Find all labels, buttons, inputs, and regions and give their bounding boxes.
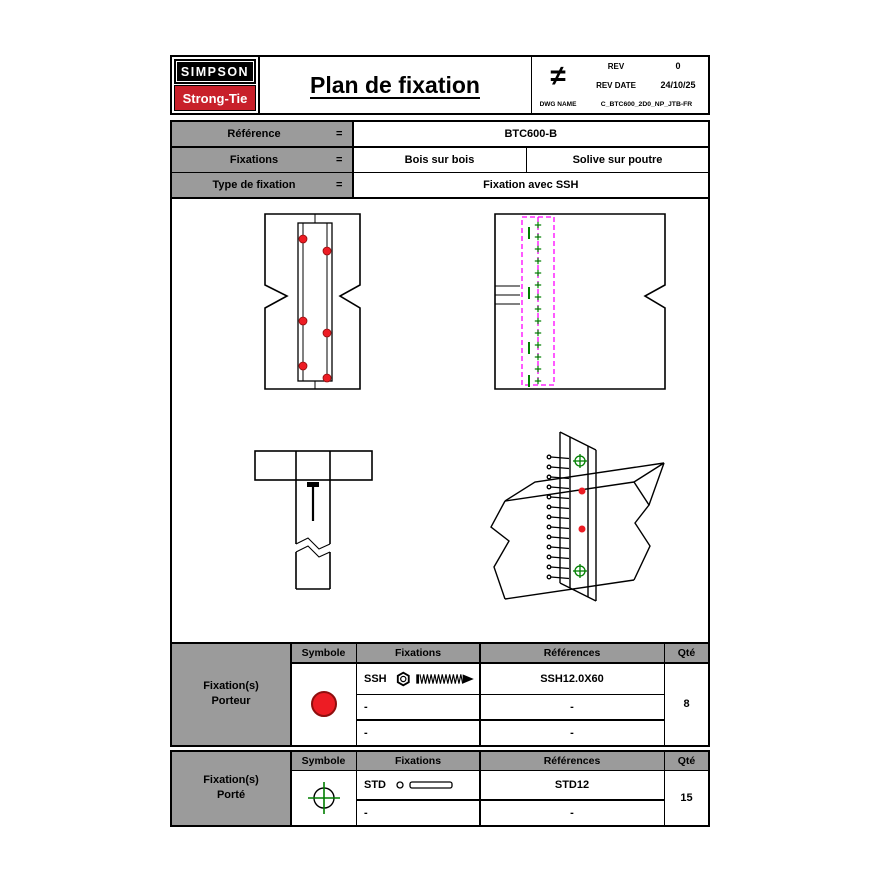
header-symbole: Symbole xyxy=(291,644,356,662)
porteur-fixation-table: Fixation(s) Porteur Symbole Fixations Ré… xyxy=(170,642,710,747)
porte-fixation-table: Fixation(s) Porté Symbole Fixations Réfé… xyxy=(170,749,710,827)
isometric-green-crosshairs xyxy=(573,454,587,578)
porteur-reference-cell: - xyxy=(480,695,664,719)
side-view-green-markers xyxy=(534,221,542,385)
equals-sign: = xyxy=(336,153,343,166)
info-label-reference: Référence = xyxy=(172,122,352,146)
dwg-name-value: C_BTC600_2D0_NP_JTB-FR xyxy=(585,95,708,113)
rev-value: 0 xyxy=(648,57,708,75)
porte-qty-cell: 15 xyxy=(665,771,708,825)
info-label-fixations: Fixations = xyxy=(172,147,352,172)
isometric-view-drawing xyxy=(490,431,665,602)
header-references: Références xyxy=(480,751,664,770)
equals-sign: = xyxy=(336,179,343,191)
info-value-reference: BTC600-B xyxy=(353,122,708,146)
top-view-screw xyxy=(307,482,319,521)
dwg-name-label: DWG NAME xyxy=(532,95,584,113)
porte-fixation-row: STD xyxy=(357,771,479,799)
logo-simpson: SIMPSON xyxy=(174,59,256,85)
drawing-area xyxy=(170,197,710,644)
header-symbole: Symbole xyxy=(291,751,356,770)
porteur-qty-cell: 8 xyxy=(665,663,708,745)
porte-symbol-cell xyxy=(291,771,356,825)
porte-reference-cell: - xyxy=(480,800,664,825)
porteur-reference-cell: SSH12.0X60 xyxy=(480,663,664,694)
ssh-screw-icon xyxy=(396,671,474,686)
header-fixations: Fixations xyxy=(357,644,479,662)
green-crosshair-symbol-icon xyxy=(307,781,340,814)
info-value-type-fixation: Fixation avec SSH xyxy=(353,173,708,197)
technical-drawings xyxy=(254,213,666,602)
side-view-drawing xyxy=(494,213,666,390)
porteur-section-label: Fixation(s) Porteur xyxy=(172,644,290,745)
header-references: Références xyxy=(480,644,664,662)
rev-date-value: 24/10/25 xyxy=(648,76,708,94)
page-title: Plan de fixation xyxy=(310,71,480,98)
isometric-screw-ladder xyxy=(546,454,570,580)
isometric-red-fastener-dots xyxy=(578,487,586,533)
info-label-type-fixation: Type de fixation = xyxy=(172,173,352,197)
porteur-fixation-row: - xyxy=(357,720,479,745)
top-view-drawing xyxy=(254,450,373,590)
red-circle-symbol-icon xyxy=(310,691,337,717)
porte-reference-cell: STD12 xyxy=(480,771,664,799)
porte-section-label: Fixation(s) Porté xyxy=(172,751,290,825)
info-value-fixations-1: Bois sur bois xyxy=(353,147,526,172)
porteur-fixation-row: - xyxy=(357,695,479,719)
rev-date-label: REV DATE xyxy=(585,76,647,94)
title-cell: Plan de fixation xyxy=(259,57,531,113)
porteur-fixation-row: SSH xyxy=(357,663,479,694)
rev-label: REV xyxy=(585,57,647,75)
front-view-fastener-dots xyxy=(298,234,332,383)
porteur-symbol-cell xyxy=(291,663,356,745)
logo-strongtie: Strong-Tie xyxy=(174,85,256,111)
front-view-drawing xyxy=(264,213,361,390)
porte-fixation-row: - xyxy=(357,800,479,825)
header-qte: Qté xyxy=(665,751,708,770)
info-value-fixations-2: Solive sur poutre xyxy=(527,147,708,172)
header-qte: Qté xyxy=(665,644,708,662)
projection-symbol-icon: ≠ xyxy=(532,57,584,94)
equals-sign: = xyxy=(336,128,343,140)
title-block: ≠ REV 0 REV DATE 24/10/25 DWG NAME C_BTC… xyxy=(532,57,708,113)
sheet-header: SIMPSON Strong-Tie Plan de fixation ≠ RE… xyxy=(170,55,710,115)
porteur-reference-cell: - xyxy=(480,720,664,745)
std-dowel-icon xyxy=(396,781,453,789)
info-table: Référence = BTC600-B Fixations = Bois su… xyxy=(170,120,710,199)
drawing-sheet: SIMPSON Strong-Tie Plan de fixation ≠ RE… xyxy=(170,55,710,827)
header-fixations: Fixations xyxy=(357,751,479,770)
simpson-strongtie-logo: SIMPSON Strong-Tie xyxy=(172,57,258,113)
